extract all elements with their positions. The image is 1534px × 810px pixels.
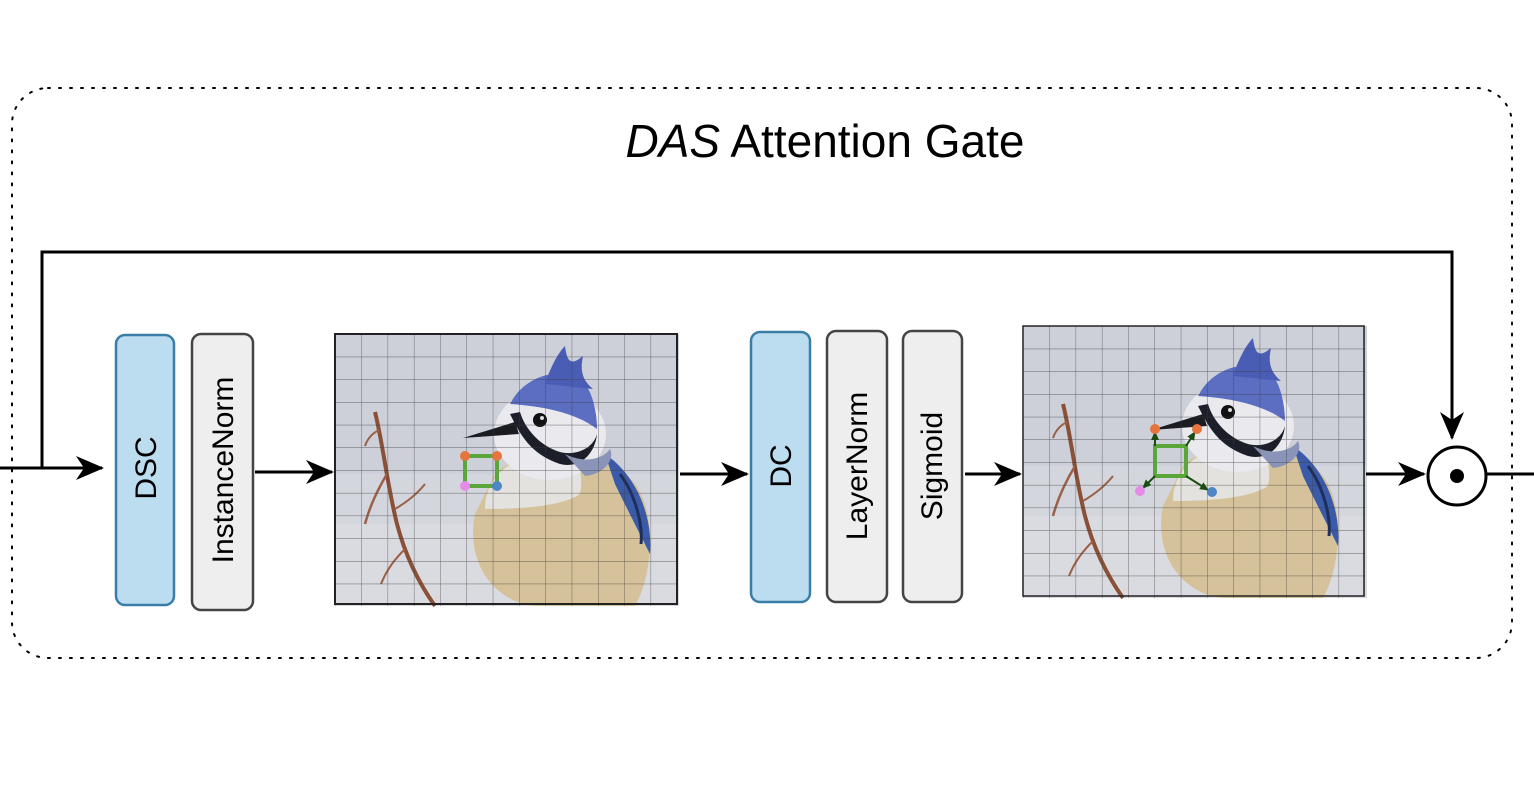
sample-point-blue (492, 481, 502, 491)
sample-point-pink (1135, 486, 1145, 496)
sampling-kernel-regular (460, 451, 502, 491)
instancenorm-label: InstanceNorm (207, 377, 240, 564)
offset-grid-image-2 (1021, 324, 1369, 600)
dsc-label: DSC (130, 436, 163, 499)
sample-point-orange (1192, 424, 1202, 434)
layernorm-block: LayerNorm (825, 329, 889, 604)
dsc-block: DSC (114, 333, 176, 607)
sigmoid-block: Sigmoid (901, 329, 964, 604)
sample-point-blue (1207, 487, 1217, 497)
sampling-kernel-deformed (1135, 424, 1217, 497)
offset-grid-image-1 (333, 332, 681, 608)
layernorm-label: LayerNorm (841, 392, 874, 540)
hadamard-product-icon (1426, 445, 1488, 507)
diagram-title: DAS Attention Gate (626, 115, 1025, 167)
skip-connection (40, 250, 1464, 468)
sample-point-orange (460, 451, 470, 461)
instancenorm-block: InstanceNorm (190, 332, 255, 612)
title-italic: DAS (626, 115, 721, 167)
sample-point-orange (1150, 424, 1160, 434)
sample-point-pink (460, 481, 470, 491)
dc-block: DC (749, 330, 812, 604)
sigmoid-label: Sigmoid (916, 412, 949, 520)
sample-point-orange (492, 451, 502, 461)
attention-gate-container (11, 87, 1513, 659)
title-rest: Attention Gate (720, 115, 1024, 167)
dc-label: DC (765, 444, 798, 487)
